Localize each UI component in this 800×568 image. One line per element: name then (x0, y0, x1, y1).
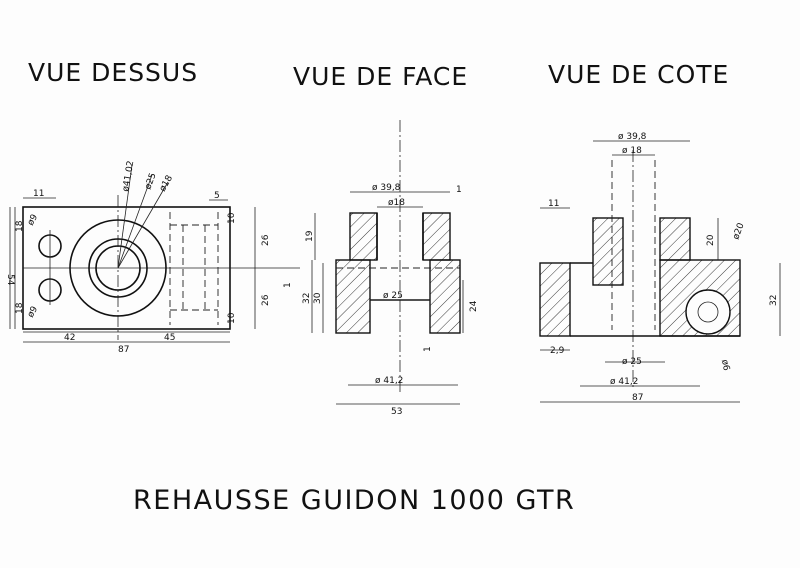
bore-41 (69, 219, 167, 317)
top-view-drawing (9, 164, 300, 343)
front-wall-upper-left (349, 212, 378, 261)
dim-label: ø 41,2 (375, 376, 403, 386)
leader-25 (117, 174, 153, 269)
dim-label: ø 25 (383, 291, 403, 301)
side-view-title: VUE DE COTE (548, 60, 730, 89)
top-view-title: VUE DESSUS (28, 58, 199, 87)
dim-label: 18 (15, 220, 25, 232)
leader-41 (117, 164, 133, 269)
dim-label: ø25 (143, 172, 158, 191)
dim-label: 11 (548, 199, 559, 209)
dim-label: ø41,02 (121, 160, 136, 193)
dim-label: 5 (214, 191, 220, 201)
front-view-title: VUE DE FACE (293, 62, 469, 91)
dim-label: 32 (769, 295, 779, 306)
side-wall-center-left (592, 217, 624, 286)
dim-label: 87 (118, 345, 129, 355)
dim-label: 24 (469, 300, 479, 312)
dim-label: ø 41,2 (610, 377, 638, 387)
dim-label: ø6 (719, 359, 731, 372)
side-hole-20 (685, 289, 731, 335)
dim-label: 45 (164, 333, 175, 343)
dim-label: ø9 (26, 305, 40, 320)
side-hole-6 (697, 301, 719, 323)
dim-label: 1 (423, 346, 433, 352)
dim-label: ø 39,8 (372, 183, 401, 193)
dim-label: 2,9 (550, 346, 565, 356)
dim-label: 10 (227, 312, 237, 324)
dim-label: 87 (632, 393, 643, 403)
dim-label: 26 (261, 294, 271, 306)
dim-label: 30 (313, 292, 323, 304)
part-name-title: REHAUSSE GUIDON 1000 GTR (133, 485, 576, 516)
dim-label: ø18 (158, 174, 175, 194)
dim-label: 54 (5, 274, 15, 286)
dim-label: 10 (227, 212, 237, 224)
front-wall-lower-right (429, 259, 461, 334)
bore-18 (95, 245, 141, 291)
side-view-drawing (539, 140, 781, 403)
dim-label: ø20 (731, 221, 746, 241)
front-wall-lower-left (335, 259, 371, 334)
dim-label: 26 (261, 234, 271, 246)
dim-label: 42 (64, 333, 75, 343)
dim-label: 1 (283, 282, 293, 288)
dim-label: 18 (15, 302, 25, 314)
dim-label: ø 39,8 (618, 132, 647, 142)
dim-label: 19 (305, 230, 315, 242)
leader-18 (117, 181, 169, 269)
front-wall-upper-right (422, 212, 451, 261)
bore-25 (88, 238, 148, 298)
front-view-drawing (311, 120, 464, 405)
side-wall-left (539, 262, 571, 337)
dim-label: 1 (456, 185, 462, 195)
dim-label: 32 (302, 293, 312, 304)
side-wall-center-right (659, 217, 691, 261)
dimension-labels: 11 5 ø9 ø9 ø41,02 ø25 ø18 18 18 54 26 26… (5, 132, 779, 417)
dim-label: 20 (706, 234, 716, 246)
dim-label: 11 (33, 189, 44, 199)
dim-label: ø18 (388, 198, 405, 208)
dim-label: ø 25 (622, 357, 642, 367)
dim-label: 53 (391, 407, 402, 417)
dim-label: ø9 (26, 213, 40, 228)
dim-label: ø 18 (622, 146, 642, 156)
